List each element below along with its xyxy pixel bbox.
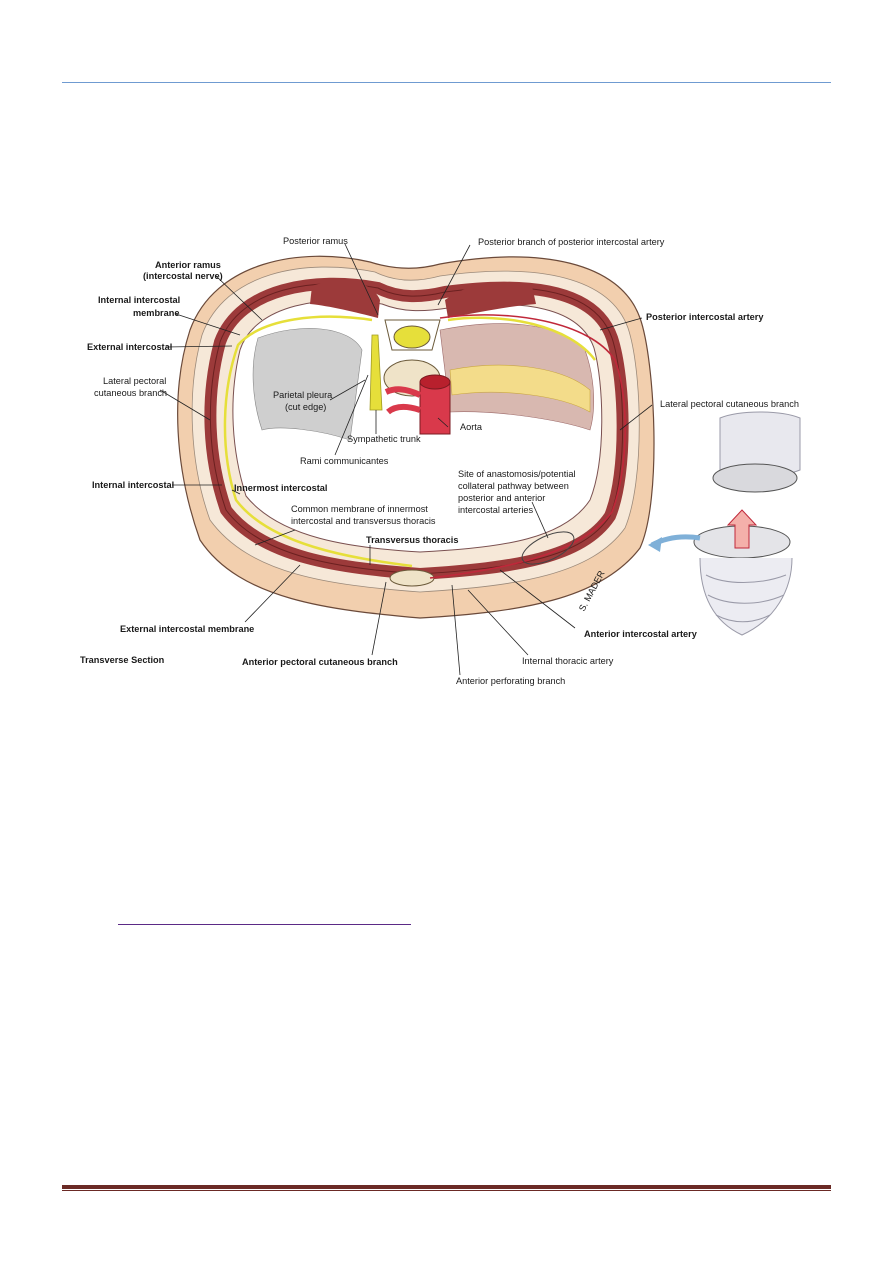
label-external-intercostal: External intercostal xyxy=(87,342,172,352)
label-lateral-pectoral-left-sub: cutaneous branch xyxy=(94,388,167,398)
label-lateral-pectoral-left: Lateral pectoral xyxy=(103,376,166,386)
label-anastomosis-1: Site of anastomosis/potential xyxy=(458,469,575,479)
label-transversus-thoracis: Transversus thoracis xyxy=(366,535,458,545)
footer-rule-thin xyxy=(62,1190,831,1191)
label-parietal-pleura-sub: (cut edge) xyxy=(285,402,326,412)
label-aorta: Aorta xyxy=(460,422,483,432)
aorta-vessel xyxy=(419,381,451,435)
label-common-membrane-2: intercostal and transversus thoracis xyxy=(291,516,436,526)
label-internal-thoracic-artery: Internal thoracic artery xyxy=(522,656,614,666)
label-internal-membrane-sub: membrane xyxy=(133,308,179,318)
label-internal-membrane: Internal intercostal xyxy=(98,295,180,305)
label-anterior-perforating: Anterior perforating branch xyxy=(456,676,565,686)
label-innermost-intercostal: Innermost intercostal xyxy=(234,483,327,493)
leader-lines xyxy=(159,243,653,676)
label-transverse-section: Transverse Section xyxy=(80,655,165,665)
label-external-membrane: External intercostal membrane xyxy=(120,624,254,634)
label-anterior-ramus-sub: (intercostal nerve) xyxy=(143,271,223,281)
label-posterior-branch: Posterior branch of posterior intercosta… xyxy=(478,237,665,247)
sternum xyxy=(389,569,435,587)
intercostal-anatomy-figure: Posterior ramus Posterior branch of post… xyxy=(80,236,801,686)
label-common-membrane-1: Common membrane of innermost xyxy=(291,504,428,514)
label-anastomosis-3: posterior and anterior xyxy=(458,493,545,503)
label-anterior-intercostal-artery: Anterior intercostal artery xyxy=(584,629,698,639)
label-posterior-intercostal-artery: Posterior intercostal artery xyxy=(646,312,764,322)
label-anastomosis-2: collateral pathway between xyxy=(458,481,569,491)
header-rule xyxy=(62,82,831,83)
label-anterior-ramus: Anterior ramus xyxy=(155,260,221,270)
thorax-cross-section xyxy=(177,255,655,619)
ribcage-inset xyxy=(648,411,801,636)
label-sympathetic-trunk: Sympathetic trunk xyxy=(347,434,421,444)
label-rami-communicantes: Rami communicantes xyxy=(300,456,389,466)
figure-labels: Posterior ramus Posterior branch of post… xyxy=(80,236,799,686)
label-internal-intercostal: Internal intercostal xyxy=(92,480,174,490)
footer-rule xyxy=(62,1185,831,1189)
label-lateral-pectoral-right: Lateral pectoral cutaneous branch xyxy=(660,399,799,409)
hyperlink-underline[interactable] xyxy=(118,924,411,925)
label-parietal-pleura: Parietal pleura xyxy=(273,390,333,400)
label-posterior-ramus: Posterior ramus xyxy=(283,236,348,246)
label-anterior-pectoral: Anterior pectoral cutaneous branch xyxy=(242,657,398,667)
label-anastomosis-4: intercostal arteries xyxy=(458,505,533,515)
